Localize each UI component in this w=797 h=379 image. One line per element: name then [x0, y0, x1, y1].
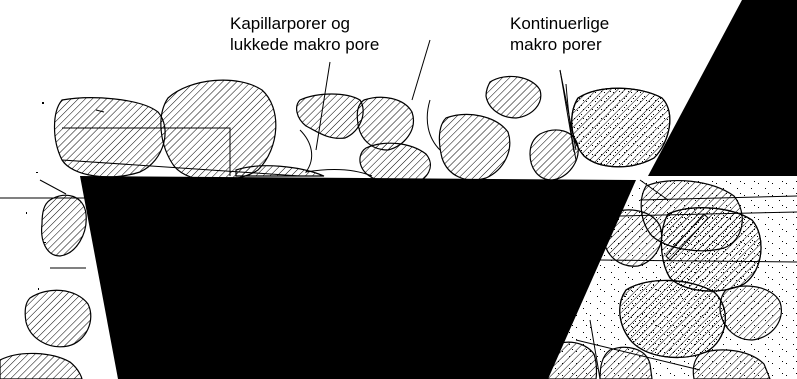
continuous-pores-label-line2: makro porer	[510, 34, 609, 55]
aggregate	[439, 114, 509, 179]
continuous-pores-label-line1: Kontinuerlige	[510, 13, 609, 34]
aggregate	[25, 290, 91, 346]
black-wedge-center	[80, 176, 636, 379]
aggregate	[0, 353, 82, 379]
black-wedge-top-right	[648, 0, 797, 176]
aggregate	[297, 94, 364, 138]
aggregate	[530, 130, 578, 180]
capillary-pores-label-line1: Kapillarporer og	[230, 13, 379, 34]
capillary-pores-label: Kapillarporer og lukkede makro pore	[230, 13, 379, 55]
continuous-pores-label: Kontinuerlige makro porer	[510, 13, 609, 55]
aggregate	[357, 97, 413, 150]
aggregate	[486, 76, 541, 118]
capillary-pores-label-line2: lukkede makro pore	[230, 34, 379, 55]
aggregate	[55, 98, 166, 177]
aggregate	[42, 195, 87, 256]
